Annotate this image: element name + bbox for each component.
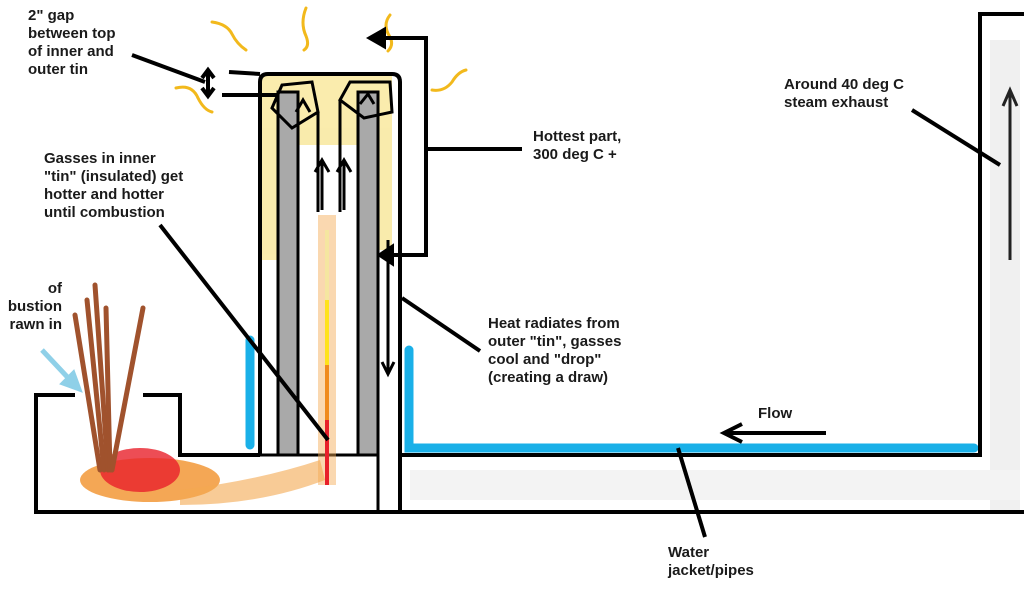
inner-tin-right-wall (356, 90, 380, 457)
up-arrows (294, 91, 376, 210)
combustion-box (34, 393, 400, 514)
label-exhaust: Around 40 deg C steam exhaust (784, 76, 905, 111)
inner-tin-right-cap (338, 80, 394, 120)
exhaust-arrow (1001, 86, 1019, 260)
flow-arrow (719, 422, 826, 444)
flame-column (318, 215, 336, 485)
label-gasses: Gasses in inner "tin" (insulated) get ho… (44, 150, 184, 221)
hottest-bracket (365, 26, 522, 267)
water-jacket (245, 335, 979, 453)
label-hottest: Hottest part, 300 deg C + (533, 128, 622, 163)
inner-tin-left-cap (270, 80, 320, 130)
steam-haze (410, 40, 1020, 510)
label-air-intake: of bustion rawn in (7, 280, 62, 333)
leader-lines (131, 53, 1002, 538)
fire (80, 448, 325, 505)
outer-tin (258, 72, 402, 512)
gap-arrow (200, 66, 278, 100)
label-heat-radiates: Heat radiates from outer "tin", gasses c… (488, 315, 622, 386)
drop-arrow (380, 240, 396, 378)
label-flow: Flow (758, 405, 793, 422)
label-gap: 2" gap between top of inner and outer ti… (28, 7, 116, 78)
label-water-jacket: Water jacket/pipes (668, 544, 754, 579)
wood-sticks (72, 282, 146, 473)
air-intake-arrow (40, 348, 83, 393)
pipe-outline (400, 12, 1024, 457)
